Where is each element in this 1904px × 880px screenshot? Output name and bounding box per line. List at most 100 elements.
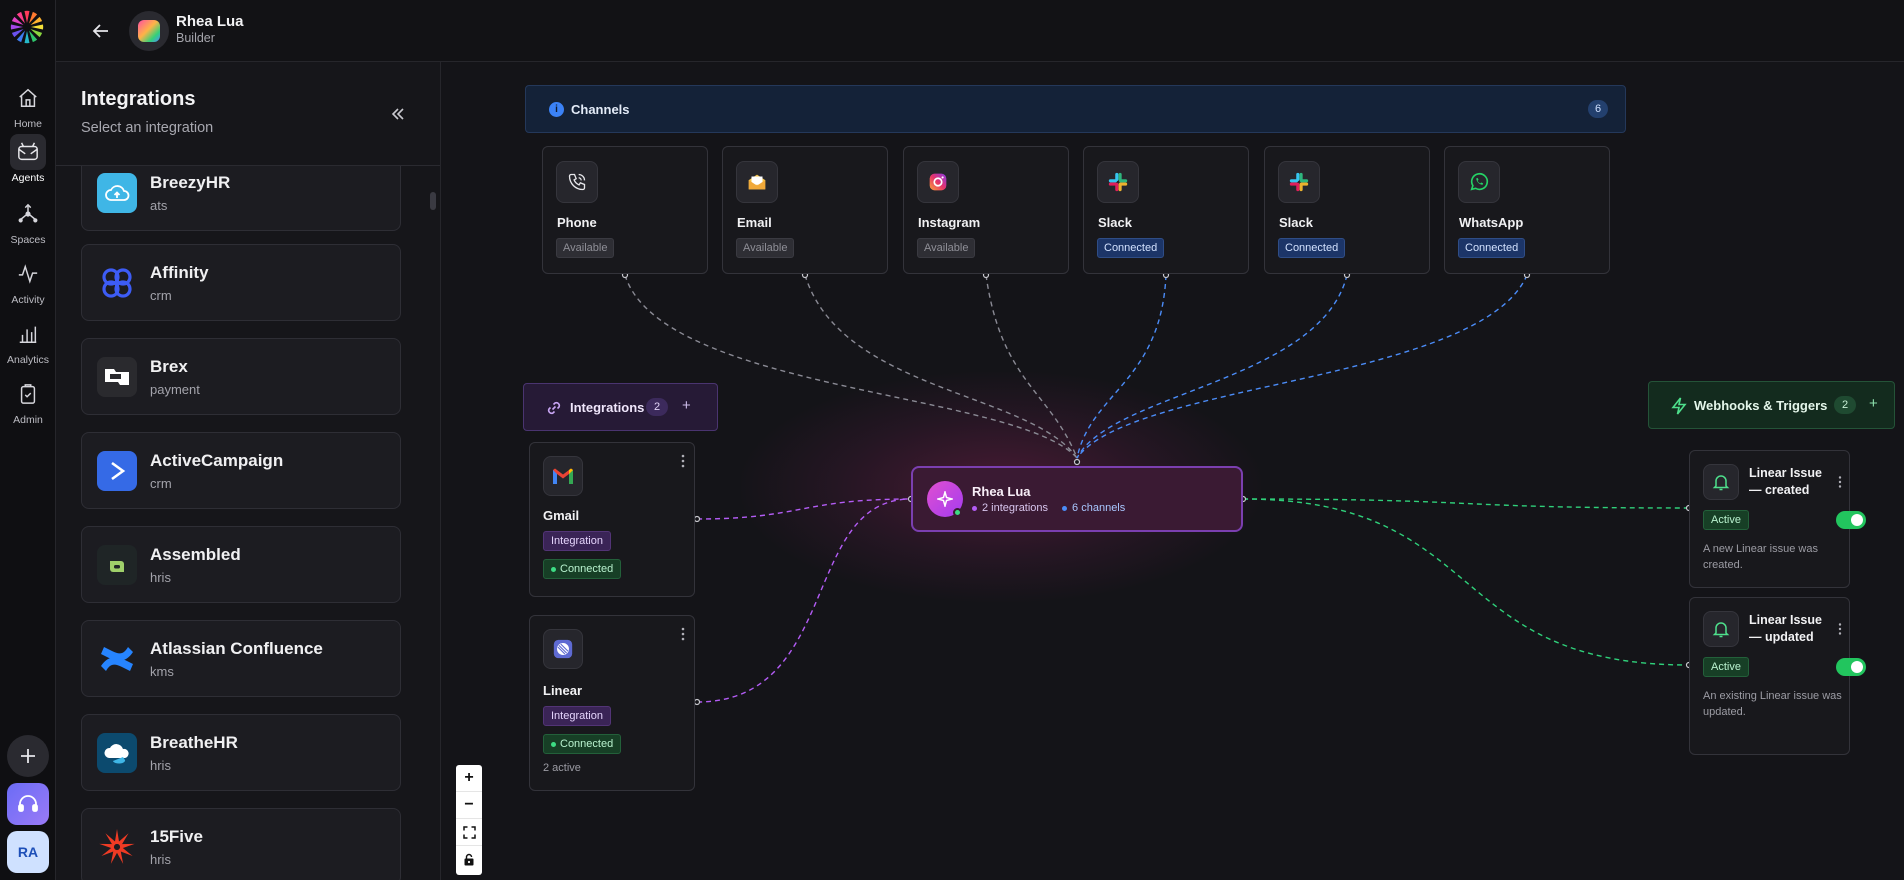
info-icon: i [549, 102, 564, 117]
rail-item-label: Analytics [6, 354, 49, 366]
integration-item-15five[interactable]: 15Five hris [81, 808, 401, 880]
channel-card-instagram[interactable]: Instagram Available [903, 146, 1069, 274]
integration-node-gmail[interactable]: Gmail Integration Connected [529, 442, 695, 597]
activity-icon [10, 256, 46, 292]
integrations-summary: 2 integrations [982, 502, 1049, 514]
rail-item-admin[interactable]: Admin [0, 376, 56, 432]
flow-canvas[interactable]: i Channels 6 Phone Available Email Avail… [441, 62, 1904, 880]
integration-category: crm [150, 476, 172, 491]
webhook-toggle[interactable] [1836, 658, 1866, 676]
rail-item-spaces[interactable]: Spaces [0, 196, 56, 252]
slack-icon [1097, 161, 1139, 203]
add-webhook-button[interactable]: + [1869, 395, 1878, 412]
rail-item-agents[interactable]: Agents [0, 134, 56, 190]
integration-item-breathehr[interactable]: BreatheHR hris [81, 714, 401, 791]
integrations-count-badge: 2 [646, 398, 668, 416]
edge-channel-phone [624, 274, 1078, 459]
webhook-toggle[interactable] [1836, 511, 1866, 529]
integration-category: kms [150, 664, 174, 679]
zoom-out-button[interactable]: − [456, 792, 482, 819]
rail-item-label: Agents [11, 172, 45, 184]
arrow-left-icon [92, 24, 108, 38]
15five-logo-icon [97, 827, 137, 867]
channel-card-whatsapp[interactable]: WhatsApp Connected [1444, 146, 1610, 274]
more-vertical-icon[interactable] [678, 626, 688, 642]
headset-icon [18, 795, 38, 812]
brex-logo-icon [97, 357, 137, 397]
channel-card-slack-1[interactable]: Slack Connected [1083, 146, 1249, 274]
integration-name: BreezyHR [150, 173, 231, 192]
agent-avatar [129, 11, 169, 51]
channel-status-badge: Available [736, 238, 795, 258]
add-integration-button[interactable]: + [682, 397, 691, 414]
center-agent-name: Rhea Lua [972, 484, 1031, 499]
channel-name: WhatsApp [1459, 215, 1524, 230]
integration-name: Atlassian Confluence [150, 639, 323, 658]
channel-card-slack-2[interactable]: Slack Connected [1264, 146, 1430, 274]
more-vertical-icon[interactable] [678, 453, 688, 469]
edge-webhook-updated [1242, 498, 1690, 666]
integration-list: BreezyHR ats Affinity crm Brex payment [56, 166, 440, 880]
integration-item-assembled[interactable]: Assembled hris [81, 526, 401, 603]
agent-center-node[interactable]: Rhea Lua 2 integrations 6 channels [911, 466, 1243, 532]
integration-name: Assembled [150, 545, 241, 564]
edge-integration-linear [696, 498, 912, 703]
back-button[interactable] [86, 16, 116, 46]
integration-item-activecampaign[interactable]: ActiveCampaign crm [81, 432, 401, 509]
webhook-card-created[interactable]: Linear Issue — created Active A new Line… [1689, 450, 1866, 588]
add-button[interactable] [7, 735, 49, 777]
fit-view-button[interactable] [456, 819, 482, 846]
webhook-description: An existing Linear issue was updated. [1703, 690, 1842, 718]
integration-item-breezyhr[interactable]: BreezyHR ats [81, 166, 401, 231]
chevrons-left-icon [391, 108, 404, 120]
brand-logo-icon[interactable] [9, 9, 45, 45]
integration-category: crm [150, 288, 172, 303]
integration-item-brex[interactable]: Brex payment [81, 338, 401, 415]
affinity-logo-icon [97, 263, 137, 303]
webhook-status-badge: Active [1703, 657, 1749, 677]
user-avatar[interactable]: RA [7, 831, 49, 873]
integration-name: Brex [150, 357, 188, 376]
collapse-panel-button[interactable] [386, 102, 410, 126]
support-button[interactable] [7, 783, 49, 825]
analytics-icon [10, 316, 46, 352]
webhook-status-badge: Active [1703, 510, 1749, 530]
panel-scrollbar[interactable] [430, 192, 436, 210]
admin-icon [10, 376, 46, 412]
rail-item-activity[interactable]: Activity [0, 256, 56, 312]
edge-channel-slack-1 [1076, 274, 1167, 459]
edge-channel-email [804, 274, 1078, 459]
webhook-card-updated[interactable]: Linear Issue — updated Active An existin… [1689, 597, 1866, 755]
zoom-in-button[interactable]: + [456, 765, 482, 792]
integration-category: hris [150, 852, 171, 867]
webhooks-group-header[interactable]: Webhooks & Triggers 2 + [1648, 381, 1895, 429]
rail-item-analytics[interactable]: Analytics [0, 316, 56, 372]
integration-category: hris [150, 758, 171, 773]
left-rail: Home Agents Spaces Activity Analytics [0, 0, 56, 880]
webhook-description: A new Linear issue was created. [1703, 543, 1818, 571]
handle-gmail [693, 515, 701, 523]
integration-node-linear[interactable]: Linear Integration Connected 2 active [529, 615, 695, 791]
handle-linear [693, 698, 701, 706]
whatsapp-icon [1458, 161, 1500, 203]
channel-name: Instagram [918, 215, 981, 230]
plus-icon [21, 749, 35, 763]
channel-card-email[interactable]: Email Available [722, 146, 888, 274]
integration-item-atlassian-confluence[interactable]: Atlassian Confluence kms [81, 620, 401, 697]
panel-divider [56, 165, 440, 166]
center-agent-meta: 2 integrations 6 channels [972, 502, 1125, 514]
lock-button[interactable] [456, 846, 482, 873]
channels-group-header[interactable]: i Channels 6 [525, 85, 1626, 133]
integrations-group-header[interactable]: Integrations 2 + [523, 383, 718, 431]
channel-status-badge: Connected [1278, 238, 1346, 258]
channel-card-phone[interactable]: Phone Available [542, 146, 708, 274]
channels-summary: 6 channels [1072, 502, 1126, 514]
more-vertical-icon[interactable] [1836, 622, 1844, 636]
integration-item-affinity[interactable]: Affinity crm [81, 244, 401, 321]
channel-status-badge: Available [556, 238, 615, 258]
rail-item-home[interactable]: Home [0, 80, 56, 136]
more-vertical-icon[interactable] [1836, 475, 1844, 489]
gmail-icon [543, 456, 583, 496]
phone-icon [556, 161, 598, 203]
